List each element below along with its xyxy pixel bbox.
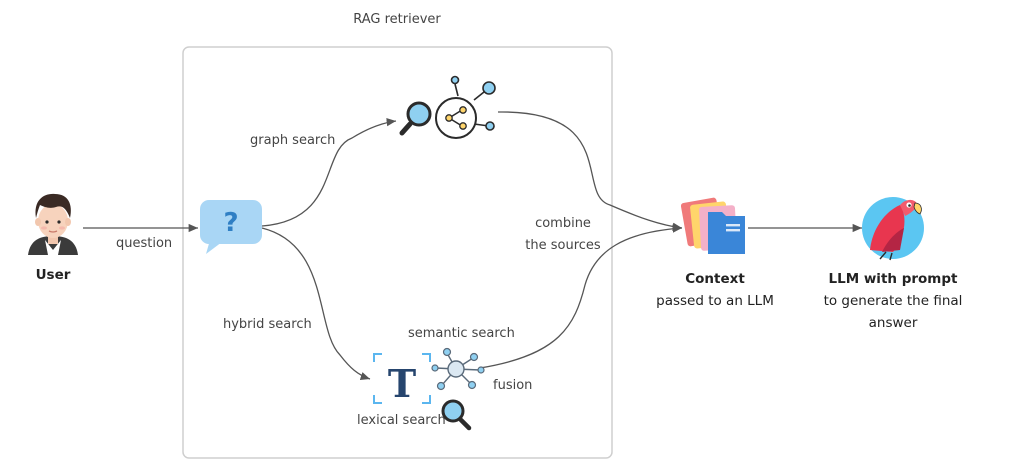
edge-label-lexical-search: lexical search [357, 413, 446, 428]
embedding-hub-icon [431, 347, 485, 391]
graph-network-icon [435, 75, 496, 139]
user-label: User [35, 267, 71, 283]
context-line-2: passed to an LLM [656, 293, 774, 309]
combine-line-2: the sources [525, 238, 601, 253]
edge-label-hybrid-search: hybrid search [223, 317, 312, 332]
question-mark: ? [223, 208, 238, 238]
edge-label-semantic-search: semantic search [408, 326, 515, 341]
context-label: Context passed to an LLM [650, 268, 780, 312]
llm-label: LLM with prompt to generate the final an… [800, 268, 986, 334]
edge-hybrid-search [261, 227, 371, 380]
edge-label-fusion: fusion [493, 378, 533, 393]
parrot-icon [862, 197, 924, 261]
folders-icon [680, 197, 745, 254]
edge-hybrid-to-context [479, 224, 683, 369]
edge-label-combine: combine the sources [515, 213, 611, 257]
retriever-title: RAG retriever [353, 12, 441, 27]
text-t-icon: T [373, 353, 431, 406]
magnifier-icon [441, 399, 472, 431]
edge-graph-to-context [497, 111, 683, 231]
llm-line-1: LLM with prompt [828, 271, 958, 287]
magnifier-icon [399, 101, 432, 136]
edge-label-question: question [116, 236, 173, 251]
edge-graph-search [261, 118, 397, 227]
context-line-1: Context [685, 271, 745, 287]
llm-line-2: to generate the final answer [823, 293, 963, 331]
lexical-letter: T [388, 361, 416, 406]
retriever-box [182, 46, 613, 459]
combine-line-1: combine [535, 216, 591, 231]
person-avatar-icon [28, 193, 78, 255]
edge-label-graph-search: graph search [250, 133, 336, 148]
question-bubble-icon: ? [200, 200, 262, 254]
